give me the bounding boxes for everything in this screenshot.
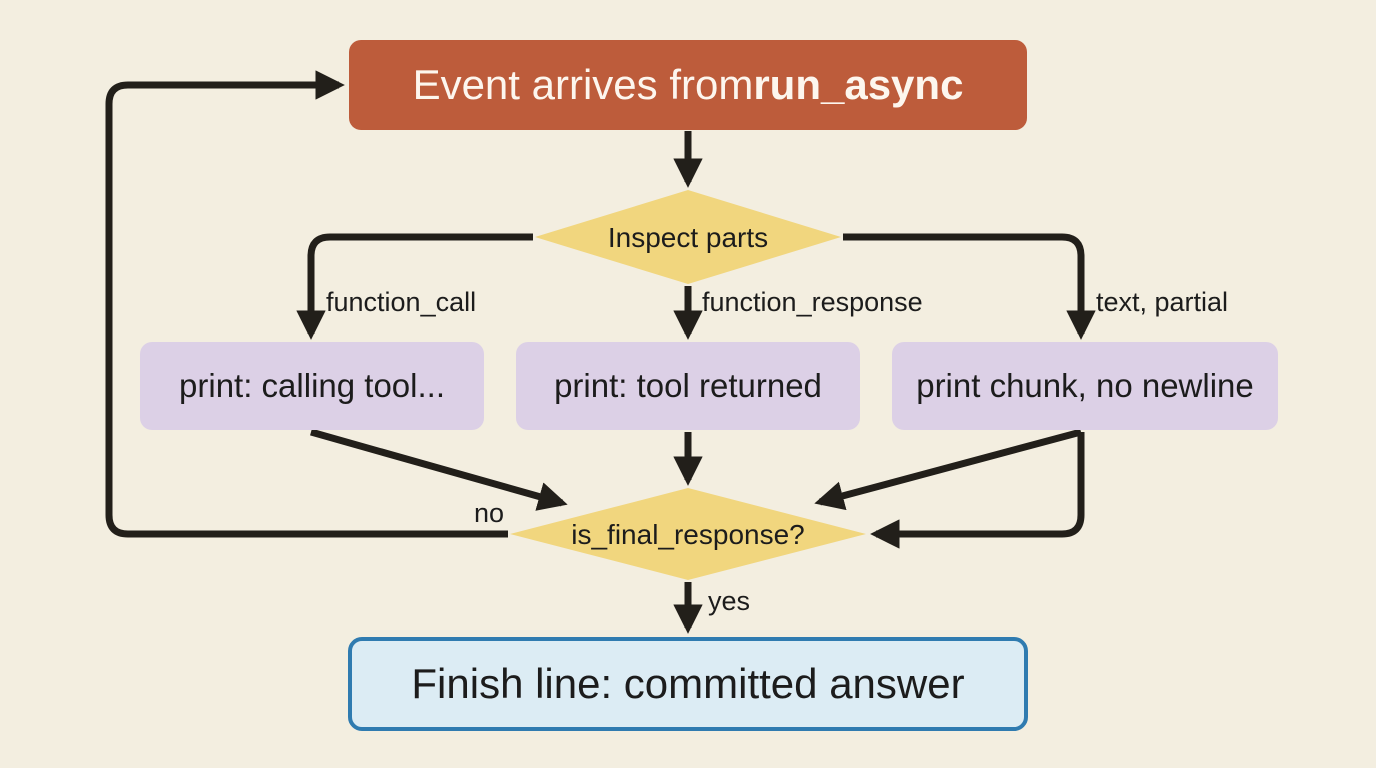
- arrow-no-loop-back-to-start: [105, 70, 508, 538]
- is-final-response-label: is_final_response?: [571, 519, 805, 550]
- tool-returned-node: print: tool returned: [516, 342, 860, 430]
- finish-line-node: Finish line: committed answer: [348, 637, 1028, 731]
- edge-label-text-partial: text, partial: [1096, 287, 1229, 317]
- arrow-print-chunk-diagonal-to-final-check: [814, 428, 1082, 511]
- calling-tool-node: print: calling tool...: [140, 342, 484, 430]
- run-async-code: run_async: [753, 61, 964, 108]
- edge-label-function-response: function_response: [702, 287, 923, 317]
- inspect-parts-label: Inspect parts: [607, 222, 769, 253]
- print-chunk-node: print chunk, no newline: [892, 342, 1278, 430]
- arrow-inspect-to-calling-tool: [296, 233, 533, 340]
- inspect-parts-diamond: [535, 190, 841, 284]
- event-arrives-node: Event arrives from run_async: [349, 40, 1027, 130]
- edge-label-function-call: function_call: [326, 287, 477, 317]
- event-arrives-text: Event arrives from: [412, 61, 754, 108]
- arrow-print-chunk-loop-to-final-check: [870, 432, 1085, 549]
- arrow-inspect-to-print-chunk: [843, 233, 1096, 340]
- arrow-calling-tool-to-final-check: [310, 428, 568, 511]
- edge-label-yes: yes: [708, 586, 751, 616]
- edge-label-no: no: [474, 498, 505, 528]
- is-final-response-diamond: [510, 488, 866, 580]
